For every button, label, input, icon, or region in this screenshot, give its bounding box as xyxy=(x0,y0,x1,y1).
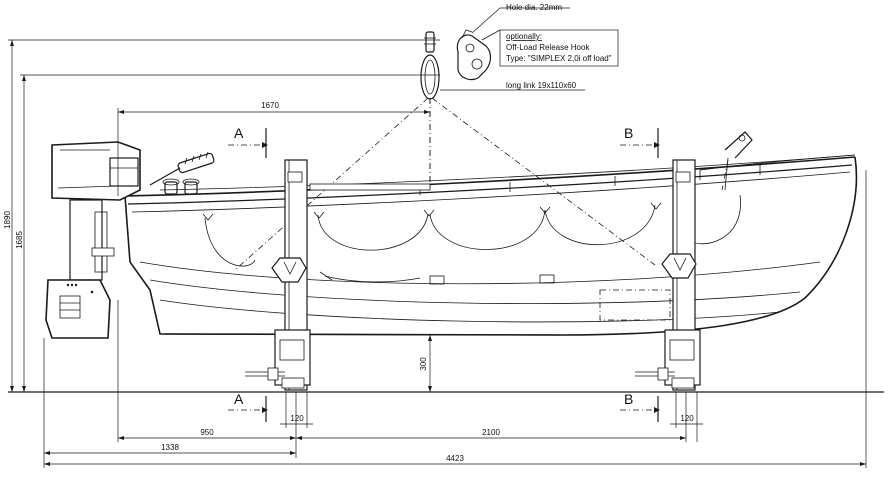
bow-hook xyxy=(721,131,753,191)
dim-height-inner: 1685 xyxy=(15,231,24,249)
section-label-a-top: A xyxy=(234,125,244,141)
interior-scallops xyxy=(202,194,741,321)
section-label-a-bottom: A xyxy=(234,391,244,407)
dim-height-total: 1890 xyxy=(3,211,12,229)
boat-hull xyxy=(124,154,858,336)
tiller-handle xyxy=(149,151,215,186)
dimension-height: 1890 1685 xyxy=(3,39,440,392)
section-marker-b-bottom: B xyxy=(620,391,660,422)
note-leaders xyxy=(440,7,619,91)
section-label-b-bottom: B xyxy=(624,391,633,407)
dim-left-offset: 950 xyxy=(200,428,214,437)
dimension-bottom: 120 120 950 2100 1338 4423 xyxy=(43,170,867,468)
dimension-clearance: 300 xyxy=(419,335,432,392)
support-cradle-b xyxy=(635,159,701,391)
release-hook-icon xyxy=(456,29,501,81)
dimension-top-length: 1670 xyxy=(117,101,430,196)
hook-type-note: Type: "SIMPLEX 2,0i off load" xyxy=(506,54,612,63)
dim-clearance: 300 xyxy=(419,357,428,371)
section-label-b-top: B xyxy=(624,125,633,141)
section-marker-a-bottom: A xyxy=(228,391,268,422)
long-link-note: long link 19x110x60 xyxy=(506,81,577,90)
dim-overall-length: 4423 xyxy=(446,454,464,463)
dim-between-supports: 2100 xyxy=(482,428,500,437)
outboard-motor xyxy=(45,141,141,339)
dim-support-b: 120 xyxy=(680,414,694,423)
dim-support-a: 120 xyxy=(290,414,304,423)
stern-bollards xyxy=(162,178,200,195)
support-cradle-a xyxy=(245,159,311,391)
dim-top-length: 1670 xyxy=(261,101,279,110)
hook-name-note: Off-Load Release Hook xyxy=(506,43,590,52)
dim-stern-to-a: 1338 xyxy=(161,443,179,452)
optionally-note: optionally: xyxy=(506,32,542,41)
section-marker-b-top: B xyxy=(620,125,660,158)
hole-diameter-note: Hole dia. 22mm xyxy=(506,3,562,12)
sling-lines xyxy=(234,97,656,271)
section-marker-a-top: A xyxy=(228,125,268,158)
notes-text: Hole dia. 22mm optionally: Off-Load Rele… xyxy=(506,3,612,90)
